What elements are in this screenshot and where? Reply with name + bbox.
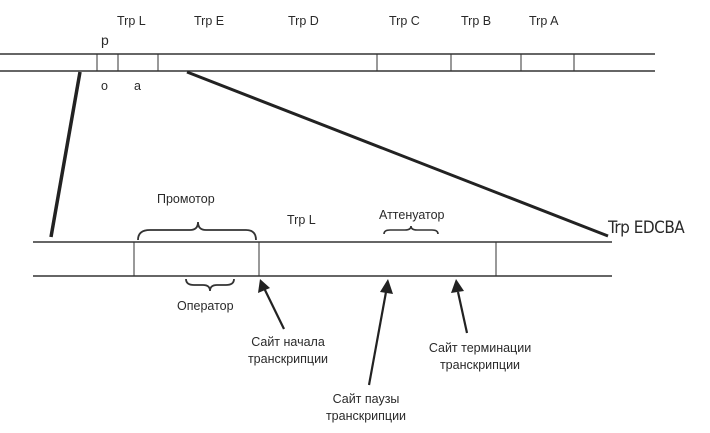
label-trp-e: Trp E	[194, 14, 225, 28]
label-transcription-termination-line2: транскрипции	[439, 357, 521, 372]
operon-bar	[0, 53, 655, 72]
label-trp-d: Trp D	[288, 14, 319, 28]
arrow-transcription-termination	[451, 279, 469, 334]
operator-brace	[185, 278, 235, 292]
label-operator: Оператор	[177, 299, 234, 313]
label-transcription-termination-line1: Сайт терминации	[428, 341, 532, 355]
label-transcription-pause-line1: Сайт паузы	[332, 392, 400, 406]
detail-bar	[33, 241, 612, 277]
label-trp-c: Trp C	[389, 14, 420, 28]
label-trp-edcba: Trp EDCBA	[608, 218, 685, 238]
label-attenuator: Аттенуатор	[379, 208, 445, 222]
zoom-lines	[49, 70, 609, 238]
label-transcription-start-line2: транскрипции	[247, 351, 329, 366]
label-p: p	[101, 32, 109, 48]
label-promoter: Промотор	[157, 192, 215, 206]
label-o: o	[101, 79, 108, 93]
label-transcription-pause: Сайт паузы транскрипции	[326, 391, 406, 425]
promoter-brace	[137, 221, 257, 241]
label-a: a	[134, 79, 141, 93]
label-trp-l-detail: Trp L	[287, 213, 316, 227]
attenuator-brace	[383, 225, 439, 235]
label-trp-l-top: Trp L	[117, 14, 146, 28]
label-trp-a: Trp A	[529, 14, 559, 28]
label-transcription-pause-line2: транскрипции	[325, 408, 407, 423]
arrow-transcription-pause	[367, 279, 393, 386]
arrow-transcription-start	[258, 279, 285, 330]
label-transcription-start: Сайт начала транскрипции	[248, 334, 328, 368]
label-transcription-termination: Сайт терминации транскрипции	[429, 340, 531, 374]
label-trp-b: Trp B	[461, 14, 492, 28]
label-transcription-start-line1: Сайт начала	[251, 335, 325, 349]
